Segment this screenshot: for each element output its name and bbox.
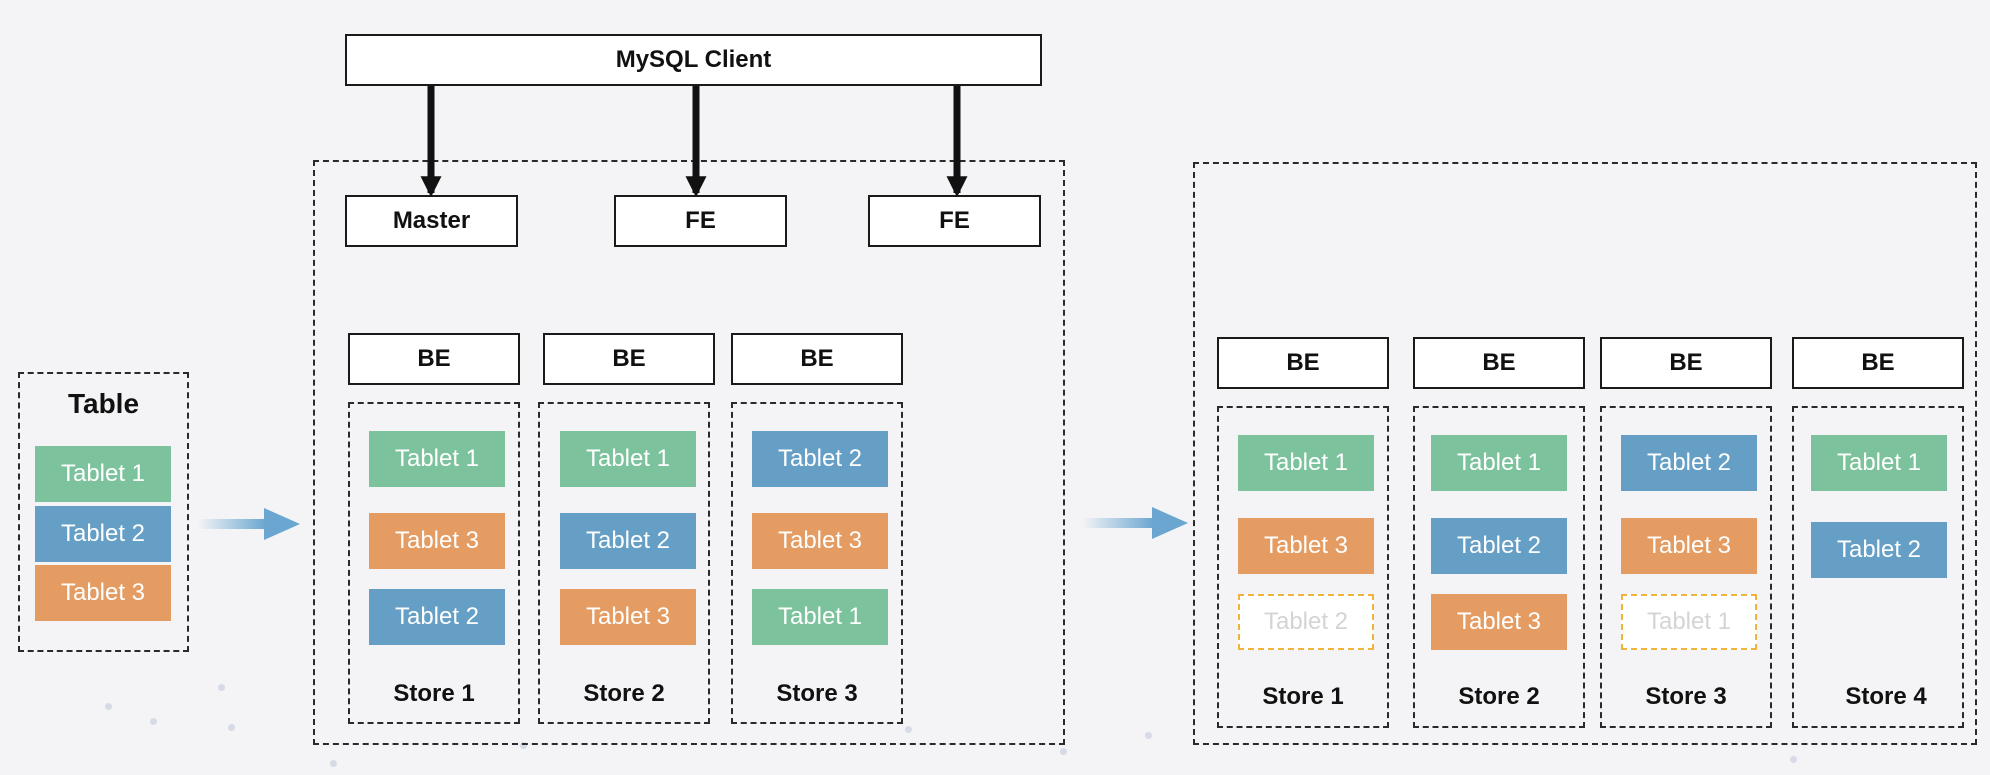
store-box xyxy=(1413,406,1585,728)
tablet: Tablet 2 xyxy=(1621,435,1757,491)
tablet: Tablet 3 xyxy=(1238,518,1374,574)
be-box: BE xyxy=(1413,337,1585,389)
dot xyxy=(905,726,912,733)
tablet: Tablet 3 xyxy=(369,513,505,569)
tablet-ghost: Tablet 1 xyxy=(1621,594,1757,650)
dot xyxy=(330,760,337,767)
be-box: BE xyxy=(1600,337,1772,389)
dot xyxy=(228,724,235,731)
store-box xyxy=(538,402,710,724)
table-tablet-2: Tablet 2 xyxy=(35,506,171,562)
store-box xyxy=(348,402,520,724)
store-box xyxy=(1600,406,1772,728)
be-box: BE xyxy=(1792,337,1964,389)
fe-master-label: Master xyxy=(392,207,471,234)
tablet-ghost: Tablet 2 xyxy=(1238,594,1374,650)
be-label: BE xyxy=(417,345,451,372)
tablet: Tablet 1 xyxy=(1238,435,1374,491)
be-box: BE xyxy=(731,333,903,385)
table-title: Table xyxy=(67,388,140,419)
tablet: Tablet 2 xyxy=(1431,518,1567,574)
store-box xyxy=(731,402,903,724)
cluster-a xyxy=(313,160,1065,745)
tablet: Tablet 1 xyxy=(752,589,888,645)
flow-arrow-1 xyxy=(198,508,300,540)
dot xyxy=(1060,748,1067,755)
fe-label-2: FE xyxy=(685,207,716,234)
store-label: Store 1 xyxy=(1262,683,1344,710)
be-label: BE xyxy=(1286,349,1320,376)
dot xyxy=(520,742,527,749)
be-box: BE xyxy=(348,333,520,385)
tablet: Tablet 3 xyxy=(1621,518,1757,574)
be-label: BE xyxy=(1669,349,1703,376)
tablet: Tablet 1 xyxy=(560,431,696,487)
be-label: BE xyxy=(612,345,646,372)
fe-master-box: Master xyxy=(345,195,518,247)
fe-box-3: FE xyxy=(868,195,1041,247)
tablet: Tablet 1 xyxy=(1431,435,1567,491)
cluster-b xyxy=(1193,162,1977,745)
tablet: Tablet 1 xyxy=(1811,435,1947,491)
store-box xyxy=(1217,406,1389,728)
fe-box-2: FE xyxy=(614,195,787,247)
store-label: Store 2 xyxy=(583,680,665,707)
tablet: Tablet 3 xyxy=(560,589,696,645)
be-label: BE xyxy=(800,345,834,372)
table-group xyxy=(18,372,189,652)
store-label: Store 4 xyxy=(1845,683,1927,710)
dot xyxy=(105,703,112,710)
tablet: Tablet 2 xyxy=(560,513,696,569)
table-tablet-3: Tablet 3 xyxy=(35,565,171,621)
dot xyxy=(1145,732,1152,739)
tablet: Tablet 2 xyxy=(752,431,888,487)
tablet: Tablet 2 xyxy=(369,589,505,645)
be-label: BE xyxy=(1861,349,1895,376)
table-tablet-1: Tablet 1 xyxy=(35,446,171,502)
store-label: Store 1 xyxy=(393,680,475,707)
fe-label-3: FE xyxy=(939,207,970,234)
store-label: Store 3 xyxy=(1645,683,1727,710)
store-label: Store 3 xyxy=(776,680,858,707)
mysql-client-label: MySQL Client xyxy=(615,46,772,73)
tablet: Tablet 3 xyxy=(1431,594,1567,650)
be-box: BE xyxy=(543,333,715,385)
tablet: Tablet 3 xyxy=(752,513,888,569)
mysql-client-box: MySQL Client xyxy=(345,34,1042,86)
store-box xyxy=(1792,406,1964,728)
tablet: Tablet 2 xyxy=(1811,522,1947,578)
flow-arrow-2 xyxy=(1082,507,1188,539)
be-box: BE xyxy=(1217,337,1389,389)
tablet: Tablet 1 xyxy=(369,431,505,487)
be-label: BE xyxy=(1482,349,1516,376)
store-label: Store 2 xyxy=(1458,683,1540,710)
dot xyxy=(1790,756,1797,763)
dot xyxy=(218,684,225,691)
dot xyxy=(150,718,157,725)
